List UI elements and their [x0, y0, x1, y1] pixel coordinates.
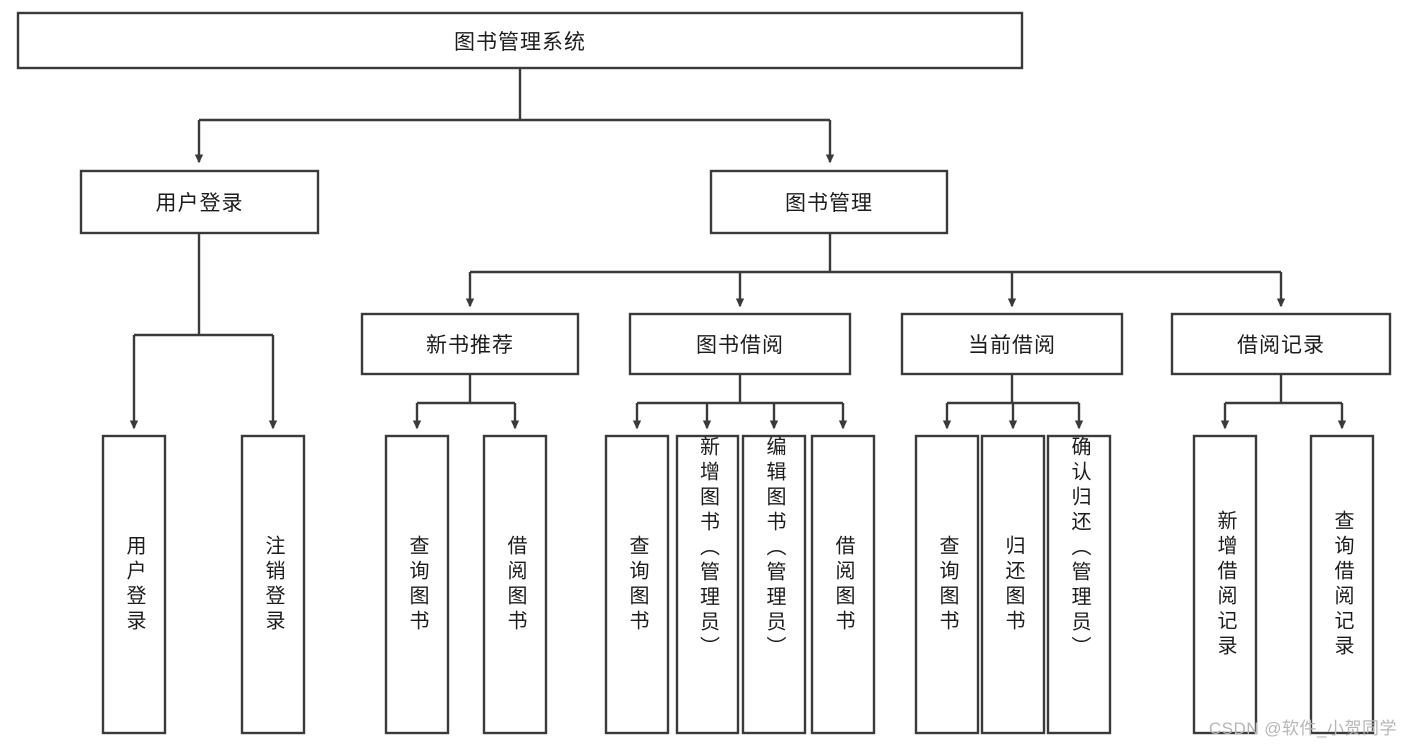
- node-leaf-query-book-borrow[interactable]: [604, 434, 670, 735]
- node-leaf-borrow-book[interactable]: [810, 434, 876, 735]
- node-leaf-query-borrow-record[interactable]: [1309, 434, 1375, 735]
- node-leaf-add-book-admin[interactable]: [675, 434, 740, 735]
- node-current-borrow[interactable]: [900, 312, 1124, 376]
- node-leaf-query-book-current[interactable]: [914, 434, 980, 735]
- node-leaf-query-book-recommend[interactable]: [384, 434, 450, 735]
- node-leaf-logout[interactable]: [240, 434, 306, 735]
- node-layer: [16, 11, 1392, 735]
- watermark: CSDN @软件_小贺同学: [1208, 719, 1397, 738]
- node-leaf-add-borrow-record[interactable]: [1192, 434, 1258, 735]
- node-book-borrow[interactable]: [628, 312, 852, 376]
- node-new-book-recommend[interactable]: [360, 312, 580, 376]
- node-leaf-user-login[interactable]: [101, 434, 167, 735]
- node-borrow-record[interactable]: [1170, 312, 1392, 376]
- node-leaf-edit-book-admin[interactable]: [741, 434, 807, 735]
- edge-layer: [129, 68, 1347, 430]
- node-book-management[interactable]: [709, 169, 949, 235]
- node-leaf-return-book[interactable]: [980, 434, 1046, 735]
- node-leaf-confirm-return-admin[interactable]: [1046, 434, 1112, 735]
- node-user-login[interactable]: [79, 169, 320, 235]
- node-root[interactable]: [16, 11, 1024, 70]
- node-leaf-borrow-book-recommend[interactable]: [482, 434, 548, 735]
